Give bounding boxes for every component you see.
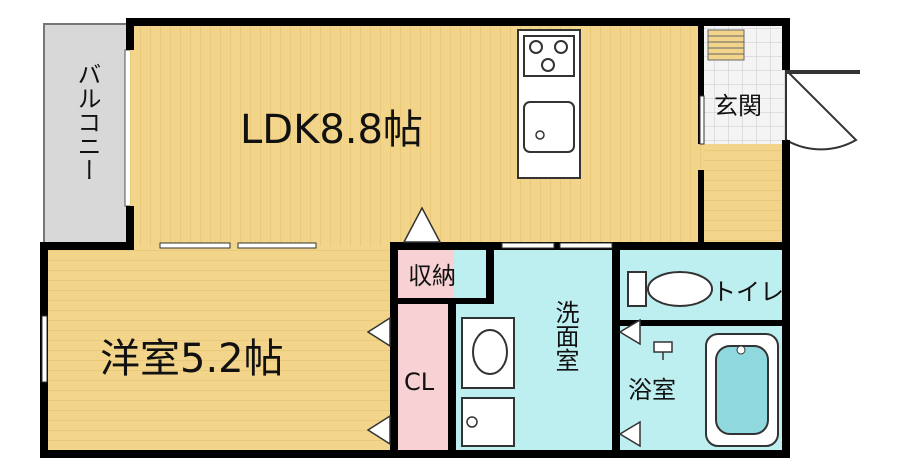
stairs-icon [707,29,745,61]
western-room [44,246,390,454]
entrance-label: 玄関 [714,92,762,120]
toilet-icon [627,271,713,307]
balcony-area [43,23,131,247]
toilet-label: トイレ [712,278,784,306]
door-marks [41,95,705,383]
entrance-door-icon [785,67,858,151]
washroom-label: 洗面室 [551,300,579,372]
hallway [704,144,786,246]
sink-icon [523,101,575,153]
bathroom-label: 浴室 [628,376,676,404]
ldk-label: LDK8.8帖 [240,107,423,153]
door-arrows [366,206,641,448]
shower-icon [653,341,673,360]
bathtub-icon [705,333,779,447]
balcony-label: バルコニー [73,62,101,182]
western-room-label: 洋室5.2帖 [100,336,284,382]
closet-label: CL [404,368,435,396]
closet-room [398,302,450,454]
ldk-room [130,24,704,246]
washing-machine-icon [461,397,515,447]
storage-label: 収納 [408,262,456,290]
washbasin-icon [461,317,515,389]
